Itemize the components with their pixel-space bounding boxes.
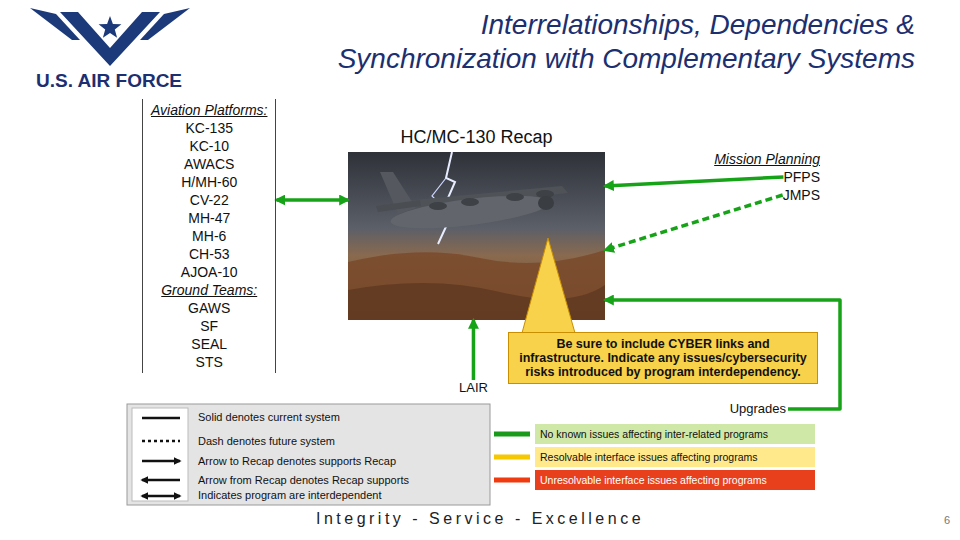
- legend-sample-area: [132, 408, 188, 501]
- legend-line-sample: [142, 479, 180, 482]
- logo-wing-left: [30, 8, 80, 40]
- aircraft-engine: [429, 202, 447, 210]
- legend-label: Indicates program are interdependent: [198, 489, 381, 502]
- legend-label: Dash denotes future system: [198, 435, 335, 448]
- node-text: STS: [151, 353, 267, 371]
- node-text: GAWS: [151, 299, 267, 317]
- aircraft-stabilizer: [376, 200, 421, 212]
- connector: [605, 177, 783, 186]
- aircraft-photo: [348, 152, 605, 320]
- node-text: SEAL: [151, 335, 267, 353]
- node-text: MH-6: [151, 227, 267, 245]
- aircraft-engine: [461, 198, 479, 206]
- legend-label: No known issues affecting inter-related …: [535, 424, 815, 444]
- node-heading: HC/MC-130 Recap: [348, 126, 605, 148]
- node-text: AWACS: [151, 155, 267, 173]
- platform-list: Aviation Platforms:KC-135KC-10AWACSH/MH-…: [142, 99, 276, 373]
- mission-planning-group: Mission PlanningPFPSJMPS: [714, 150, 820, 204]
- legend-label: Arrow from Recap denotes Recap supports: [198, 474, 409, 487]
- system-label: LAIR: [457, 380, 490, 396]
- connector: [276, 198, 348, 202]
- node-text: KC-135: [151, 119, 267, 137]
- aircraft-nose: [538, 196, 554, 210]
- aircraft-fuselage: [389, 189, 551, 234]
- node-text: CV-22: [151, 191, 267, 209]
- list-item: PFPS: [783, 168, 820, 186]
- logo-star: [99, 16, 122, 38]
- node-heading: JMPS: [783, 186, 820, 204]
- node-text: CH-53: [151, 245, 267, 263]
- connector: [605, 195, 783, 250]
- connector: [472, 320, 476, 380]
- list-item: JMPS: [783, 186, 820, 204]
- legend-line-sample: [142, 440, 180, 443]
- legend-line-sample: [142, 495, 180, 498]
- legend-swatch: [494, 432, 530, 437]
- node-heading: Aviation Platforms:: [151, 101, 267, 119]
- callout-box: Be sure to include CYBER links and infra…: [508, 332, 818, 384]
- legend-sample-group: [142, 418, 530, 496]
- node-text: Ground Teams:: [151, 281, 267, 299]
- node-text: MH-47: [151, 209, 267, 227]
- legend-label: Solid denotes current system: [198, 411, 340, 424]
- page-number: 6: [920, 514, 950, 526]
- recap-aircraft: HC/MC-130 Recap: [348, 126, 605, 320]
- node-text: SF: [151, 317, 267, 335]
- legend-label: Unresolvable interface issues affecting …: [535, 470, 815, 490]
- logo-wing-right: [140, 8, 190, 40]
- slide-title: Interrelationships, Dependencies & Synch…: [315, 8, 915, 75]
- aircraft-engine: [506, 193, 524, 201]
- legend-line-sample: [142, 417, 180, 420]
- node-text: H/MH-60: [151, 173, 267, 191]
- node-heading: Upgrades: [730, 401, 786, 417]
- motto-footer: Integrity - Service - Excellence: [0, 510, 960, 528]
- node-heading: Be sure to include CYBER links and infra…: [515, 337, 811, 379]
- node-text: AJOA-10: [151, 263, 267, 281]
- legend-line-sample: [142, 460, 180, 463]
- node-heading: PFPS: [783, 168, 820, 186]
- legend-label: Resolvable interface issues affecting pr…: [535, 447, 815, 467]
- system-label: Upgrades: [728, 401, 788, 417]
- node-heading: LAIR: [459, 380, 488, 396]
- legend-label: Arrow to Recap denotes supports Recap: [198, 455, 396, 468]
- callout-pointer: [522, 238, 575, 333]
- legend-swatch: [494, 455, 530, 460]
- legend-swatch: [494, 478, 530, 483]
- node-text: KC-10: [151, 137, 267, 155]
- connector-group: [276, 177, 840, 409]
- brand-label: U.S. AIR FORCE: [36, 70, 182, 92]
- node-heading: Mission Planning: [714, 150, 820, 168]
- photo-sky: [348, 152, 605, 320]
- legend-panel: [127, 404, 490, 505]
- air-force-logo: [30, 8, 190, 66]
